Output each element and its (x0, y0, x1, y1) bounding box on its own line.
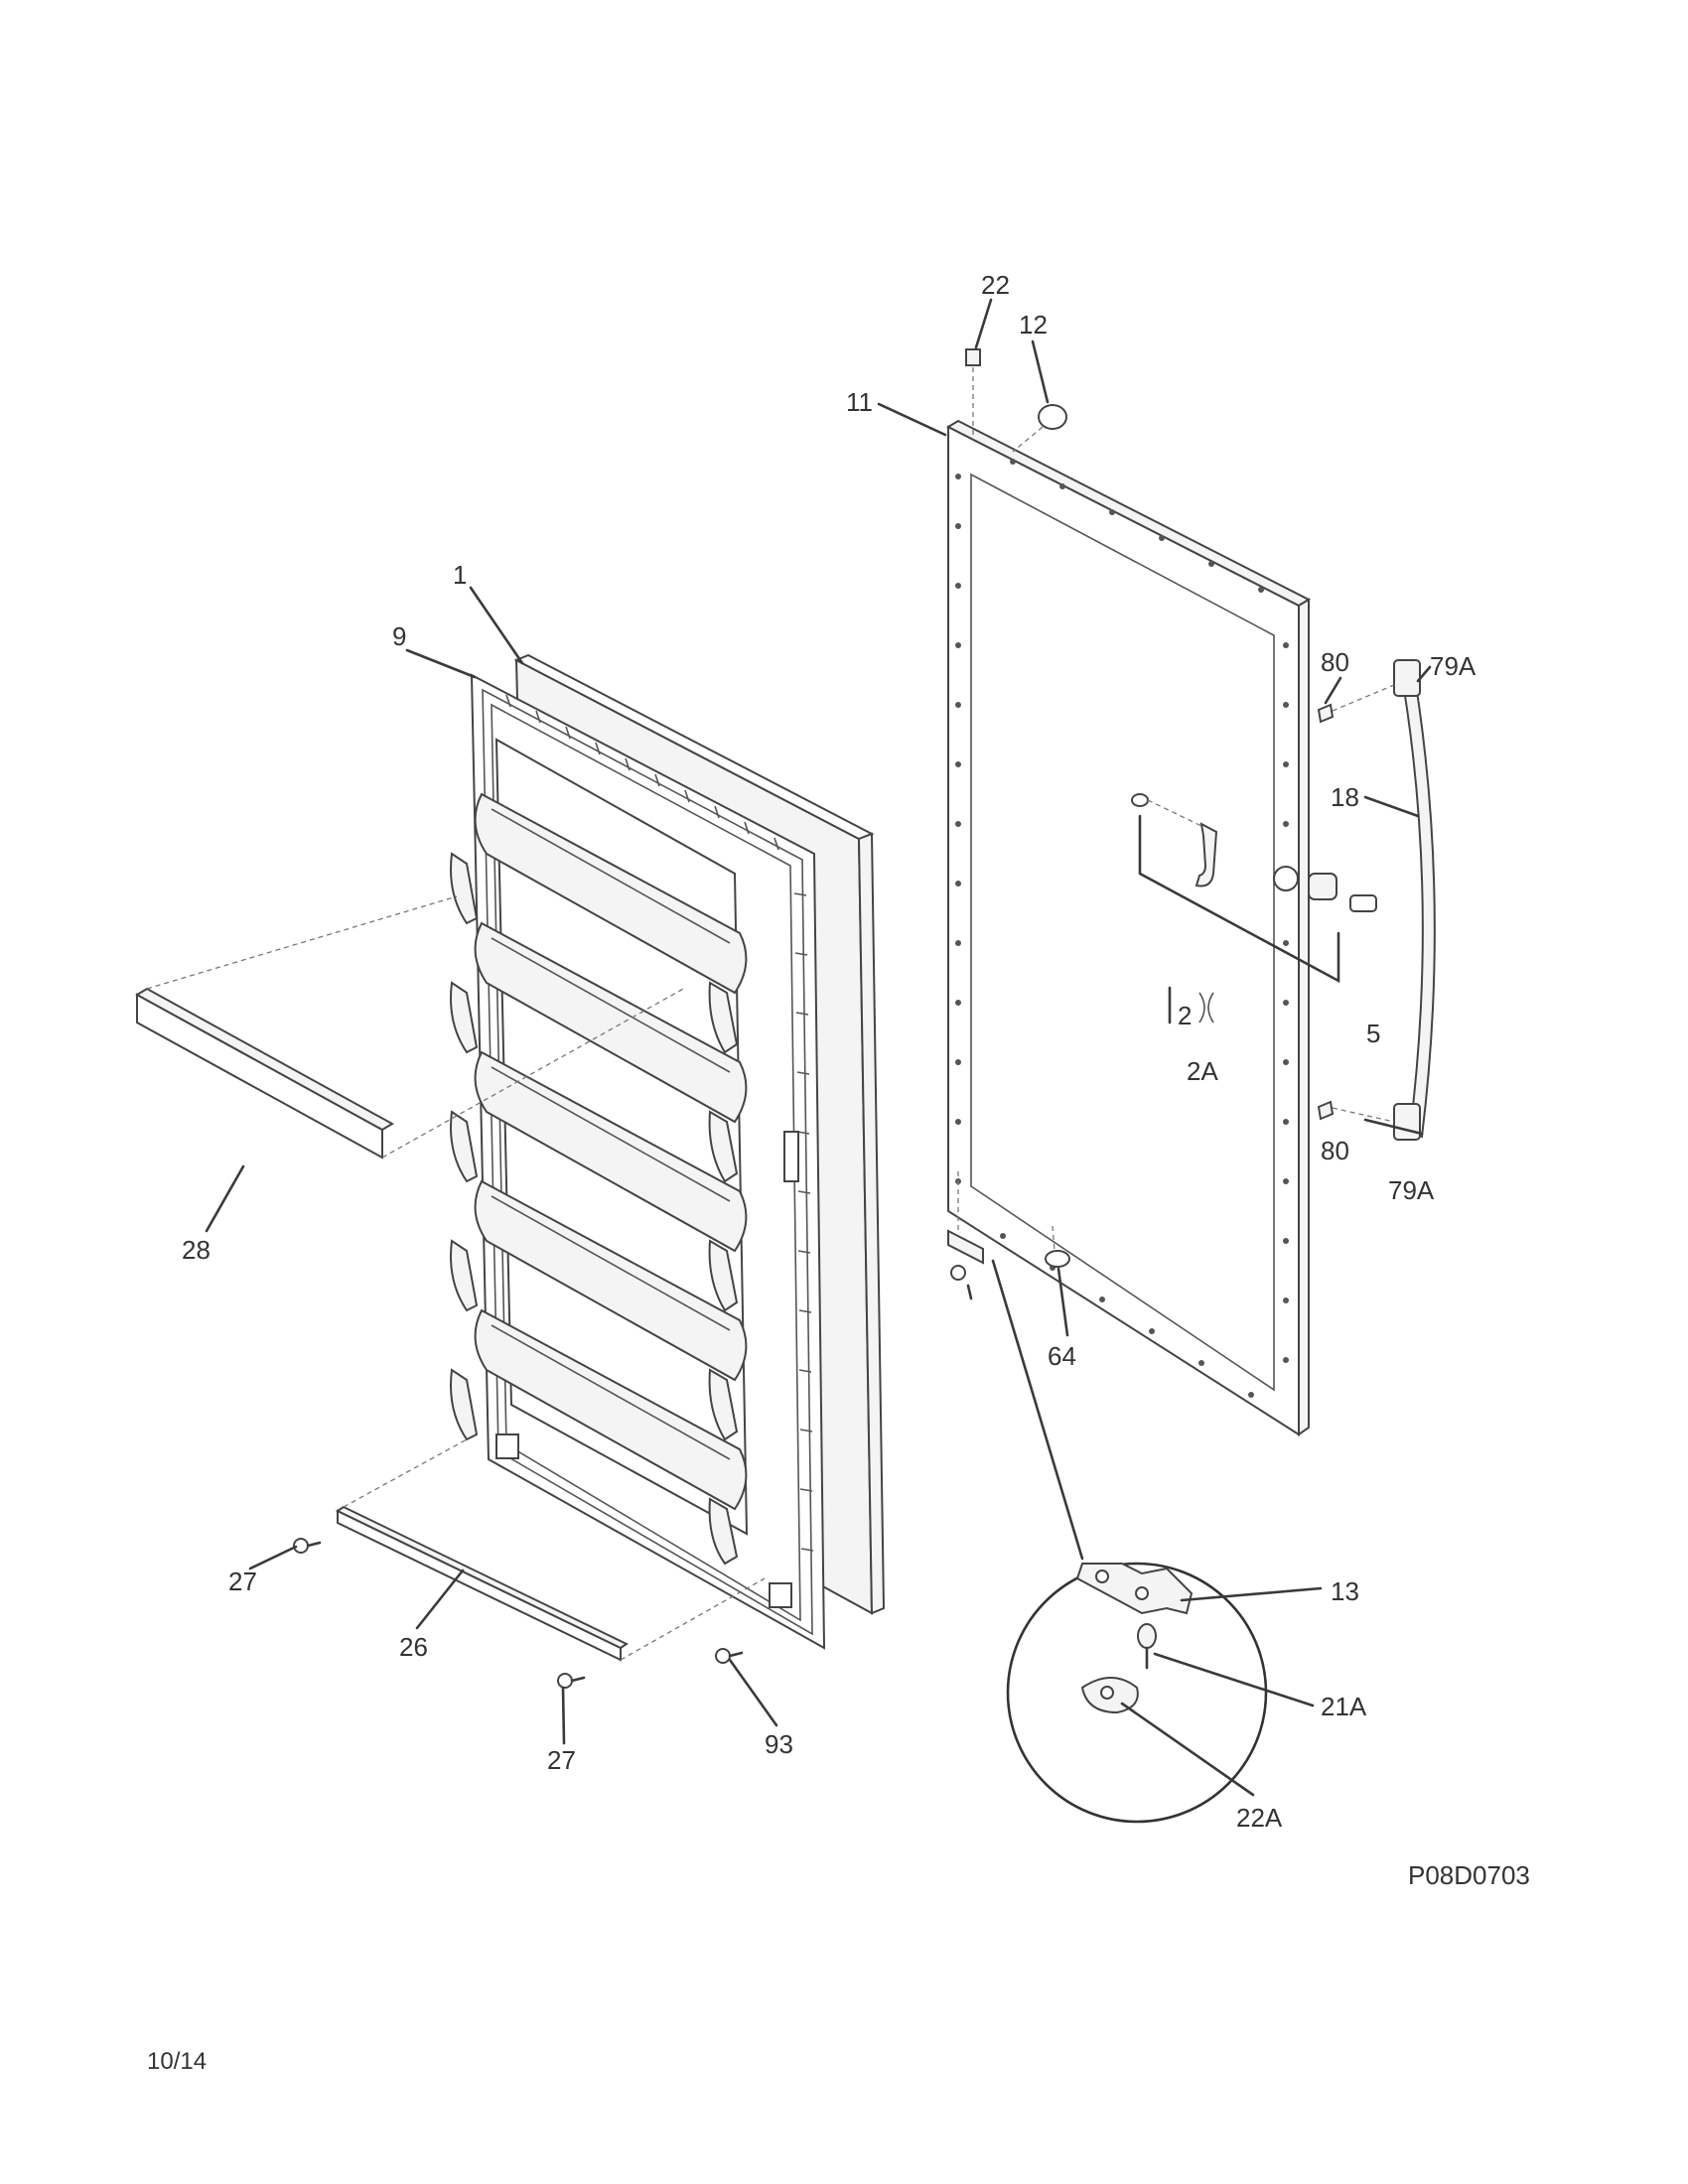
lock-assembly (1131, 793, 1377, 1024)
callout-13: 13 (1331, 1576, 1359, 1606)
shelf-rail-part-28 (134, 895, 686, 1160)
callout-93: 93 (765, 1729, 793, 1759)
hinge-small-parts (947, 1171, 1070, 1300)
screws (293, 1538, 744, 1689)
callout-5: 5 (1366, 1019, 1380, 1048)
door-shelves (450, 792, 748, 1566)
callout-79A-top: 79A (1430, 651, 1477, 681)
callout-labels: 1 9 28 27 26 27 93 22 12 11 80 79A 18 2 … (182, 270, 1477, 1833)
diagram-code: P08D0703 (1408, 1860, 1530, 1890)
door-liner-assembly (450, 653, 886, 1650)
callout-28: 28 (182, 1235, 211, 1265)
callout-21A: 21A (1321, 1692, 1367, 1721)
callout-22: 22 (981, 270, 1010, 300)
callout-2: 2 (1178, 1001, 1192, 1030)
footer-date: 10/14 (147, 2048, 207, 2075)
shelf-bar-part-26 (335, 1438, 766, 1662)
callout-2A: 2A (1187, 1056, 1218, 1086)
callout-12: 12 (1019, 310, 1048, 340)
callout-1: 1 (453, 560, 467, 590)
callout-22A: 22A (1236, 1803, 1283, 1833)
door-handle-part-18 (1317, 658, 1436, 1141)
leader-lines (205, 298, 1432, 1797)
hinge-detail-circle (991, 1259, 1268, 1824)
callout-27-bottom: 27 (547, 1745, 576, 1775)
callout-18: 18 (1331, 782, 1359, 812)
callout-80-top: 80 (1321, 647, 1349, 677)
top-plug-and-cap (965, 348, 1067, 453)
callout-80-bottom: 80 (1321, 1136, 1349, 1165)
callout-27-left: 27 (228, 1567, 257, 1596)
callout-64: 64 (1048, 1341, 1076, 1371)
outer-door-panel (945, 419, 1312, 1436)
callout-26: 26 (399, 1632, 428, 1662)
callout-11: 11 (846, 387, 873, 417)
callout-9: 9 (392, 621, 406, 651)
callout-79A-bottom: 79A (1388, 1175, 1435, 1205)
